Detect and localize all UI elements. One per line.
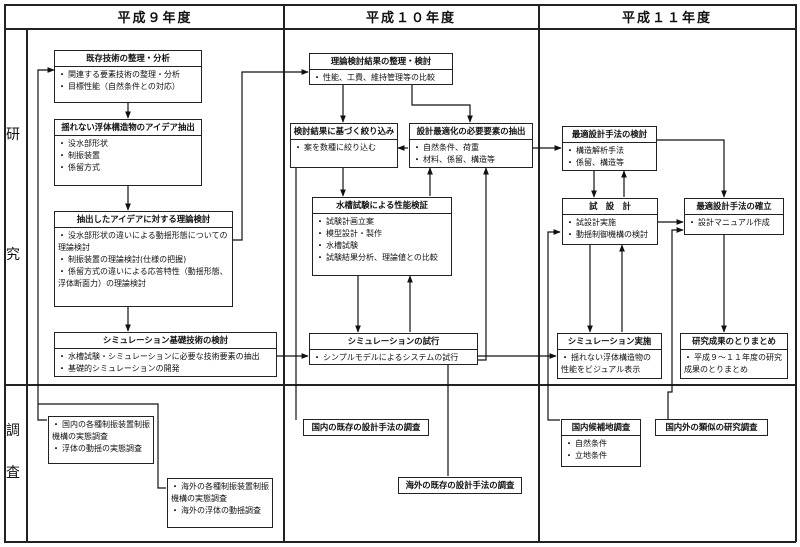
box-optimal-design-establishment: 最適設計手法の確立 ・設計マニュアル作成	[684, 198, 784, 235]
arrow-b5-b7	[411, 85, 473, 123]
outer-border-right	[795, 4, 797, 542]
arrow-s4-b7	[447, 167, 489, 476]
box-item: 関連する要素技術の整理・分析	[68, 70, 180, 79]
box-item: 国内の各種制振装置制振機構の実態調査	[52, 420, 150, 441]
row-label-research-2: 究	[6, 247, 20, 263]
arrow-s6-b12	[667, 227, 684, 420]
row-label-survey-2: 査	[6, 465, 20, 481]
box-item: 係留方式の違いによる応答特性（動揺形態、浮体断面力）の理論検討	[58, 267, 228, 288]
box-title: 既存技術の整理・分析	[55, 51, 201, 67]
box-domestic-damping-survey: ・国内の各種制振装置制振機構の実態調査 ・浮体の動揺の実態調査	[48, 416, 154, 464]
box-design-optimization-elements: 設計最適化の必要要素の抽出 ・自然条件、荷重 ・材料、係留、構造等	[409, 123, 533, 168]
box-overseas-damping-survey: ・海外の各種制振装置制振機構の実態調査 ・海外の浮体の動揺調査	[167, 478, 273, 528]
header-divider	[4, 28, 796, 30]
box-item: 水槽試験	[326, 241, 358, 250]
column-header-h9: 平成９年度	[117, 10, 193, 26]
box-title: 理論検討結果の整理・検討	[310, 54, 452, 70]
box-title: 研究成果のとりまとめ	[681, 334, 787, 350]
box-simulation-execution: シミュレーション実施 ・揺れない浮体構造物の性能をビジュアル表示	[557, 333, 662, 379]
box-optimal-design-study: 最適設計手法の検討 ・構造解析手法 ・係留、構造等	[562, 126, 657, 171]
box-item: 材料、係留、構造等	[423, 155, 495, 164]
box-item: 没水部形状	[68, 139, 108, 148]
box-similar-research-survey: 国内外の類似の研究調査	[655, 419, 768, 436]
outer-border-bottom	[4, 541, 796, 543]
box-domestic-design-method-survey: 国内の既存の設計手法の調査	[303, 419, 429, 436]
box-theory-results-summary: 理論検討結果の整理・検討 ・性能、工費、維持管理等の比較	[309, 53, 453, 85]
arrow-b10-b12	[657, 139, 727, 198]
box-item: 動揺制御機構の検討	[576, 230, 648, 239]
box-title: 国内外の類似の研究調査	[665, 422, 758, 432]
box-item: 試験計画立案	[326, 217, 374, 226]
box-title: 海外の既存の設計手法の調査	[405, 480, 515, 490]
box-item: シンプルモデルによるシステムの試行	[323, 353, 459, 362]
box-item: 揺れない浮体構造物の性能をビジュアル表示	[561, 353, 651, 374]
box-item: 設計マニュアル作成	[698, 218, 770, 227]
box-title: 試 設 計	[563, 199, 657, 215]
box-item: 自然条件	[575, 439, 607, 448]
box-idea-extraction: 揺れない浮体構造物のアイデア抽出 ・没水部形状 ・制振装置 ・係留方式	[54, 119, 202, 186]
box-theory-study: 抽出したアイデアに対する理論検討 ・没水部形状の違いによる動揺形態についての理論…	[54, 211, 233, 307]
box-item: 案を数種に絞り込む	[304, 143, 376, 152]
box-simulation-trial: シミュレーションの試行 ・シンプルモデルによるシステムの試行	[309, 333, 478, 365]
box-research-summary: 研究成果のとりまとめ ・平成９～１１年度の研究成果のとりまとめ	[680, 333, 788, 379]
label-column-divider	[26, 28, 28, 542]
box-narrowing-down: 検討結果に基づく絞り込み ・案を数種に絞り込む	[290, 123, 398, 168]
box-title: シミュレーション基礎技術の検討	[55, 333, 276, 349]
box-item: 制振装置	[68, 151, 100, 160]
box-simulation-basics: シミュレーション基礎技術の検討 ・水槽試験・シミュレーションに必要な技術要素の抽…	[54, 332, 277, 377]
box-title: 最適設計手法の確立	[685, 199, 783, 215]
box-domestic-site-survey: 国内候補地調査 ・自然条件 ・立地条件	[561, 419, 641, 467]
box-item: 性能、工費、維持管理等の比較	[323, 73, 435, 82]
box-title: 抽出したアイデアに対する理論検討	[55, 212, 232, 228]
box-title: シミュレーションの試行	[310, 334, 477, 350]
box-item: 制振装置の理論検討(仕様の把握)	[68, 255, 187, 264]
box-title: シミュレーション実施	[558, 334, 661, 350]
box-title: 国内の既存の設計手法の調査	[311, 422, 421, 432]
arrow-s3-b6	[295, 145, 308, 420]
column-header-h11: 平成１１年度	[621, 10, 712, 26]
box-item: 基礎的シミュレーションの開発	[68, 364, 180, 373]
box-item: 試設計実施	[576, 218, 616, 227]
column-header-h10: 平成１０年度	[365, 10, 456, 26]
box-item: 模型設計・製作	[326, 229, 382, 238]
box-title: 揺れない浮体構造物のアイデア抽出	[55, 120, 201, 136]
box-item: 没水部形状の違いによる動揺形態についての理論検討	[58, 231, 228, 252]
box-title: 設計最適化の必要要素の抽出	[410, 124, 532, 140]
arrow-s5-b11	[547, 229, 561, 421]
box-item: 水槽試験・シミュレーションに必要な技術要素の抽出	[68, 352, 260, 361]
box-trial-design: 試 設 計 ・試設計実施 ・動揺制御機構の検討	[562, 198, 658, 245]
column-divider-1	[283, 4, 285, 542]
box-item: 平成９～１１年度の研究成果のとりまとめ	[684, 353, 782, 374]
box-title: 水槽試験による性能検証	[313, 198, 451, 214]
box-item: 浮体の動揺の実態調査	[62, 444, 142, 453]
box-item: 試験結果分析、理論値との比較	[326, 253, 438, 262]
box-item: 構造解析手法	[576, 146, 624, 155]
row-divider	[4, 384, 796, 386]
box-item: 係留方式	[68, 163, 100, 172]
box-item: 海外の各種制振装置制振機構の実態調査	[171, 482, 269, 503]
box-tank-test-verification: 水槽試験による性能検証 ・試験計画立案 ・模型設計・製作 ・水槽試験 ・試験結果…	[312, 197, 452, 276]
box-item: 自然条件、荷重	[423, 143, 479, 152]
box-existing-tech-analysis: 既存技術の整理・分析 ・関連する要素技術の整理・分析 ・目標性能（自然条件との対…	[54, 50, 202, 103]
box-title: 国内候補地調査	[562, 420, 640, 436]
box-item: 係留、構造等	[576, 158, 624, 167]
box-overseas-design-method-survey: 海外の既存の設計手法の調査	[398, 477, 522, 494]
arrow-s1-b1	[37, 67, 55, 421]
outer-border-left	[4, 4, 6, 542]
outer-border-top	[4, 4, 796, 6]
box-item: 目標性能（自然条件との対応）	[68, 82, 180, 91]
row-label-research-1: 研	[6, 127, 20, 143]
box-item: 立地条件	[575, 451, 607, 460]
box-title: 最適設計手法の検討	[563, 127, 656, 143]
column-divider-2	[538, 4, 540, 542]
box-title: 検討結果に基づく絞り込み	[291, 124, 397, 140]
row-label-survey-1: 調	[6, 423, 20, 439]
box-item: 海外の浮体の動揺調査	[181, 506, 261, 515]
